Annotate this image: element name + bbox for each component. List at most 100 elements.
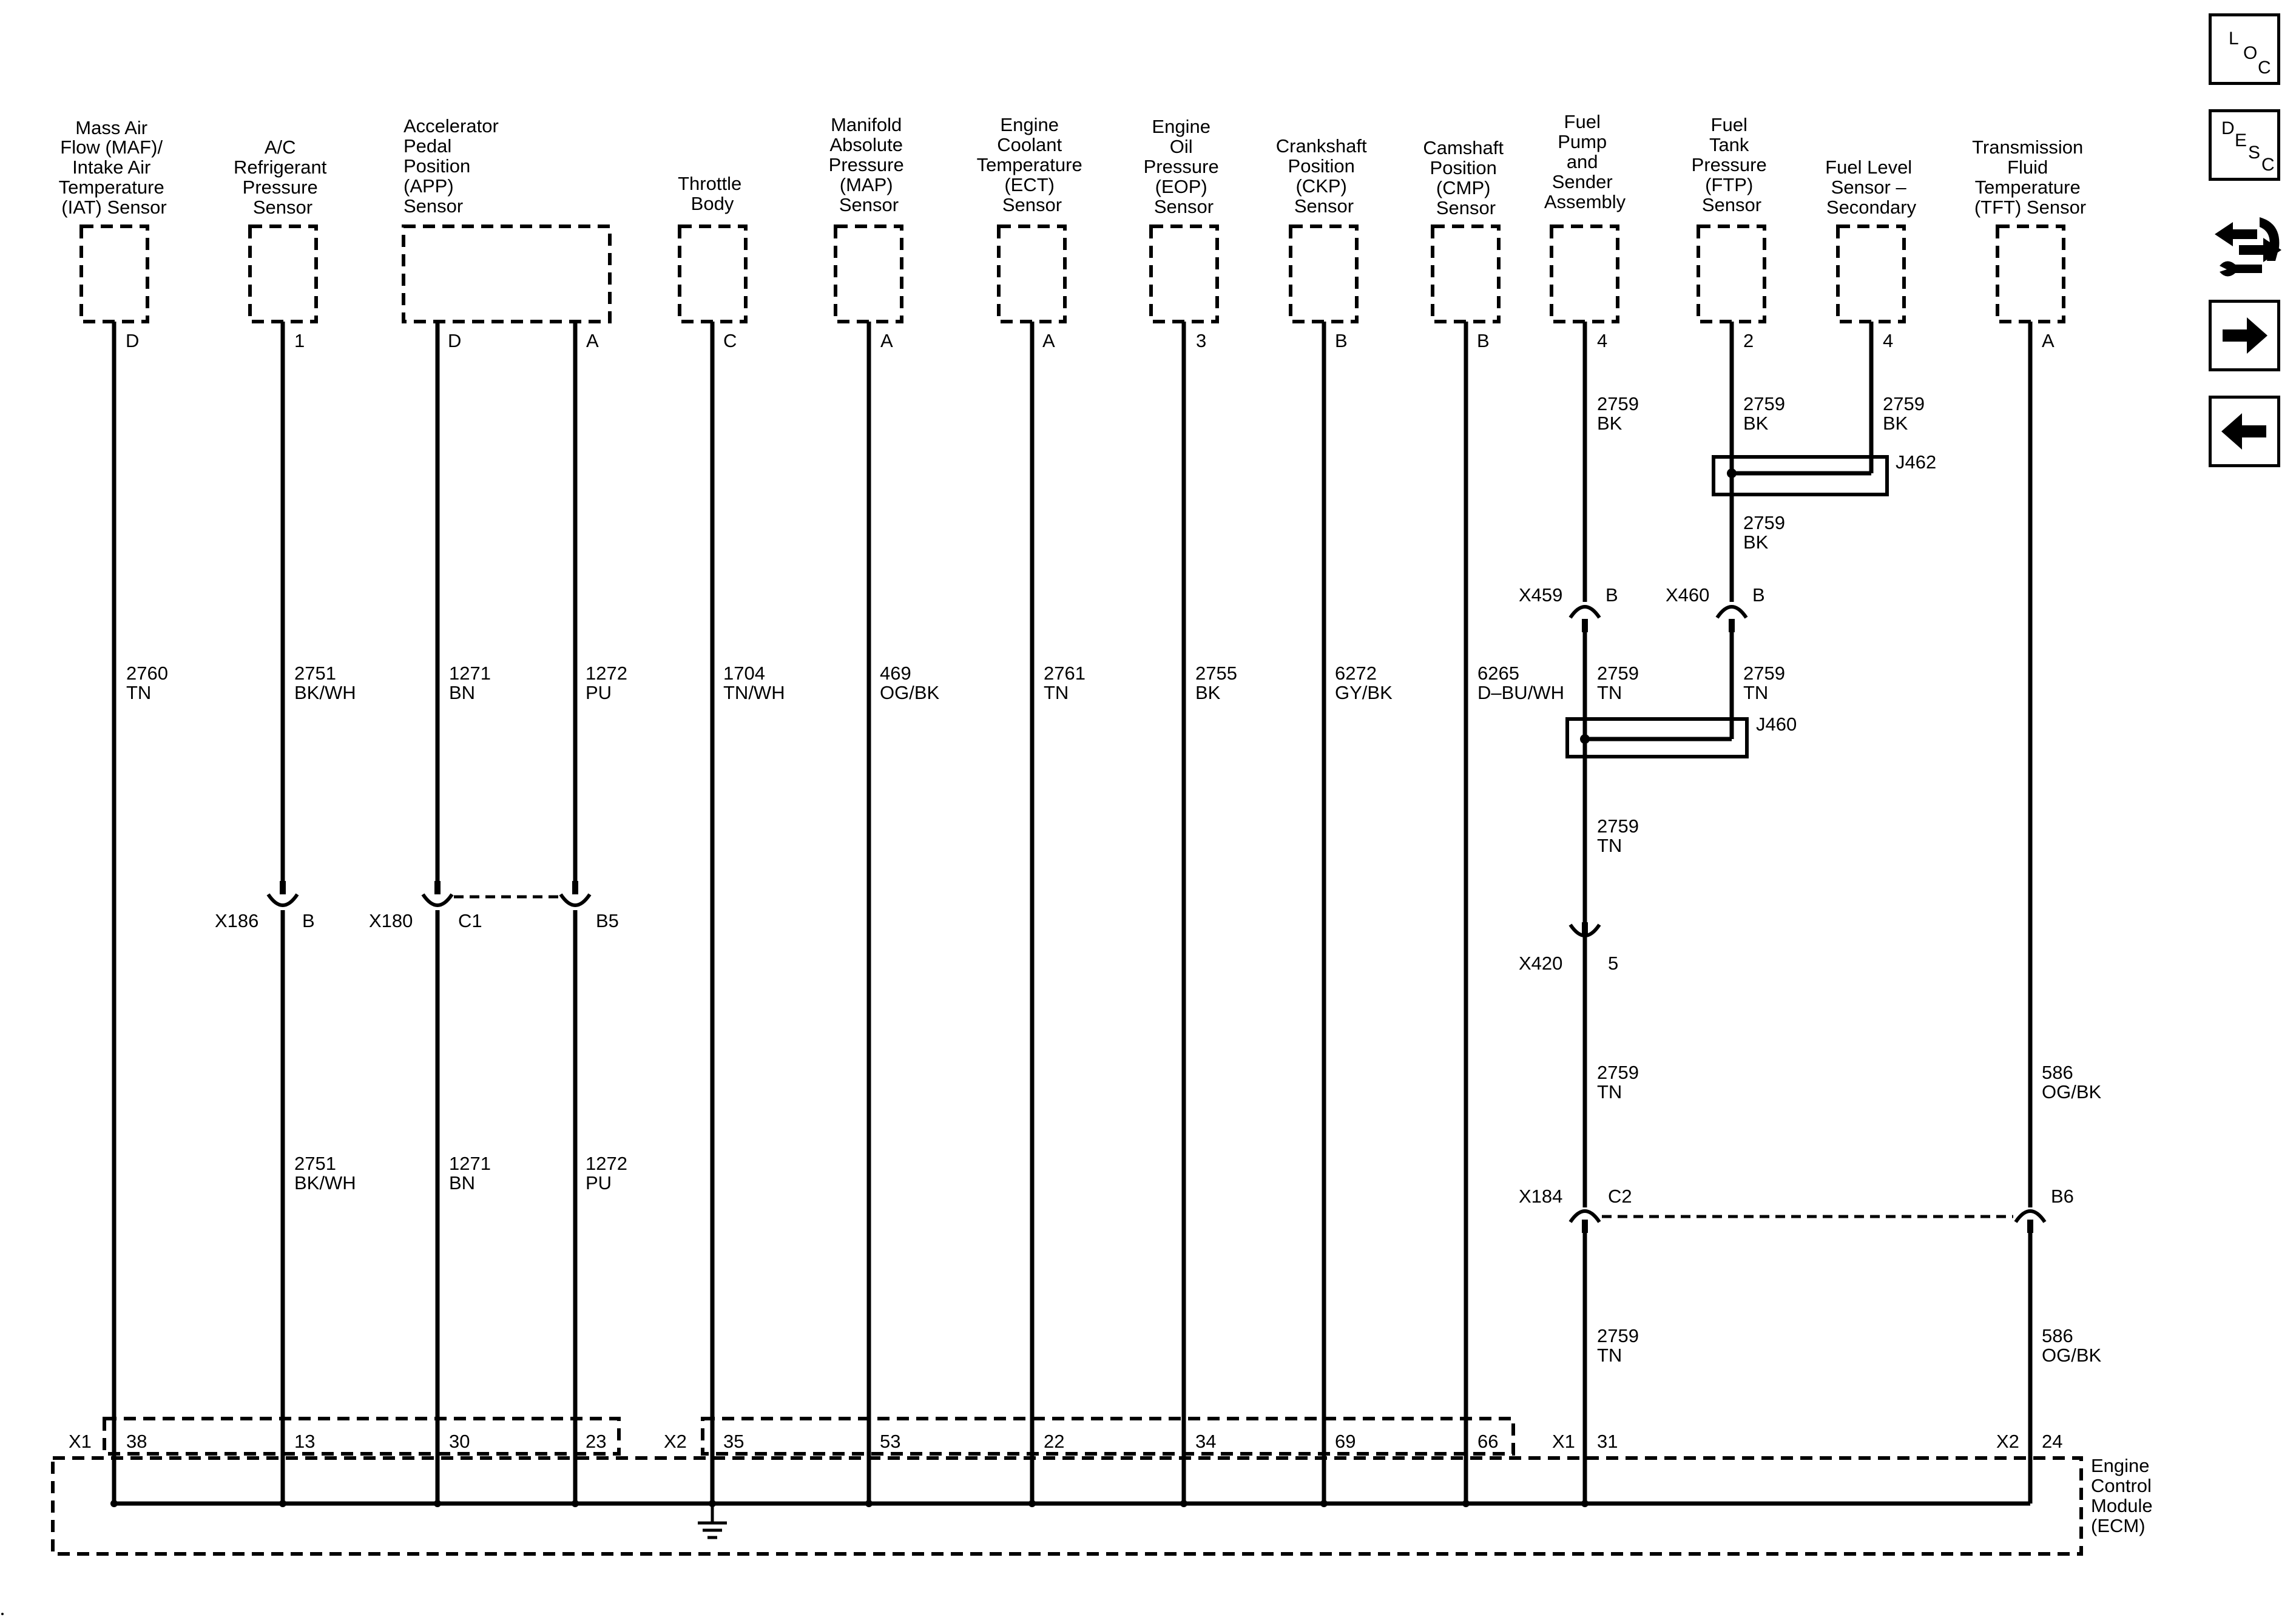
junction-dot <box>865 1500 873 1507</box>
desc-letter-e: E <box>2235 130 2247 150</box>
ecm-pin: 69 <box>1335 1431 1356 1452</box>
desc-letter-c: C <box>2261 155 2275 175</box>
ecm-pins: 38 13 30 23 35 53 22 34 69 66 31 24 <box>126 1431 2062 1452</box>
ecm-box <box>51 1456 2083 1556</box>
corner-mark <box>1 1613 4 1615</box>
ecm-pin: 35 <box>723 1431 744 1452</box>
j462-splice <box>1712 455 1889 496</box>
ect-sensor-label: Engine Coolant Temperature (ECT) Sensor <box>977 114 1088 215</box>
ecm-pin: 23 <box>586 1431 606 1452</box>
inline-connectors <box>266 605 2047 1223</box>
x459-pin: B <box>1606 584 1618 606</box>
x180-name: X180 <box>369 910 413 931</box>
x186-pin: B <box>302 910 315 931</box>
x420-pin: 5 <box>1608 953 1618 974</box>
fuel-level-sensor-label: Fuel Level Sensor – Secondary <box>1825 157 1917 218</box>
eop-sensor-label: Engine Oil Pressure (EOP) Sensor <box>1144 116 1224 217</box>
x184-b6-pin: B6 <box>2051 1186 2074 1207</box>
cmp-pin: B <box>1477 330 1490 351</box>
ftp-sensor-box <box>1697 224 1766 323</box>
ecm-x2b-label: X2 <box>1996 1431 2019 1452</box>
j460-dot <box>1580 734 1590 744</box>
ecm-x1b-label: X1 <box>1552 1431 1575 1452</box>
connector-tool-icon[interactable] <box>2209 205 2288 284</box>
ecm-connector-labels: X1 X2 X1 X2 <box>69 1431 2019 1452</box>
x459-connector-symbol <box>1568 605 1601 619</box>
bus-junctions <box>110 1500 1589 1507</box>
component-boxes <box>79 224 2065 323</box>
app-sensor-label: Accelerator Pedal Position (APP) Sensor <box>403 115 504 217</box>
loc-letter-l: L <box>2229 29 2239 49</box>
next-arrow[interactable] <box>2209 300 2280 371</box>
prev-arrow[interactable] <box>2209 396 2280 467</box>
ecm-outline <box>51 1417 2083 1556</box>
x180-c1-pin: C1 <box>458 910 482 931</box>
ecm-pin: 13 <box>294 1431 315 1452</box>
junction-dot <box>1180 1500 1187 1507</box>
x186-connector-symbol <box>266 893 299 907</box>
ground-symbol <box>698 1504 727 1539</box>
desc-button[interactable]: D E S C <box>2209 109 2280 181</box>
junction-dot <box>434 1500 441 1507</box>
ecm-pin: 38 <box>126 1431 147 1452</box>
junction-dot <box>572 1500 579 1507</box>
loc-button[interactable]: L O C <box>2209 13 2280 85</box>
ect-sensor-box <box>997 224 1067 323</box>
connector-labels: X186 B X180 C1 B5 X459 B X460 B X420 5 X… <box>215 584 2074 1207</box>
ac-sensor-label: A/C Refrigerant Pressure Sensor <box>234 137 332 218</box>
ecm-x1a-label: X1 <box>69 1431 92 1452</box>
ecm-pin: 53 <box>880 1431 900 1452</box>
component-labels: Mass Air Flow (MAF)/ Intake Air Temperat… <box>59 111 2088 218</box>
j460-label: J460 <box>1756 714 1797 735</box>
junction-dot <box>1320 1500 1328 1507</box>
eop-sensor-box <box>1149 224 1219 323</box>
j460-splice <box>1565 717 1749 758</box>
ckp-sensor-box <box>1289 224 1359 323</box>
splices <box>1565 455 1889 758</box>
ckp-sensor-label: Crankshaft Position (CKP) Sensor <box>1276 135 1373 217</box>
ect-pin: A <box>1042 330 1055 351</box>
ecm-pin: 22 <box>1044 1431 1064 1452</box>
ac-sensor-box <box>248 224 318 323</box>
j462-label: J462 <box>1896 451 1936 473</box>
ecm-x2a-label: X2 <box>664 1431 687 1452</box>
junction-dot <box>1462 1500 1470 1507</box>
component-pins: D 1 D A C A A 3 B B 4 2 4 A <box>126 330 2055 351</box>
x460-pin: B <box>1752 584 1765 606</box>
x184-name: X184 <box>1519 1186 1562 1207</box>
x459-name: X459 <box>1519 584 1562 606</box>
j462-dot <box>1727 468 1737 478</box>
map-sensor-box <box>834 224 903 323</box>
app-pin-d: D <box>448 330 461 351</box>
desc-letter-d: D <box>2221 118 2235 138</box>
ecm-label: Engine Control Module (ECM) <box>2091 1455 2158 1536</box>
x420-name: X420 <box>1519 953 1562 974</box>
ecm-pin: 34 <box>1195 1431 1216 1452</box>
ecm-pin: 31 <box>1597 1431 1618 1452</box>
ecm-pin: 66 <box>1477 1431 1498 1452</box>
x460-name: X460 <box>1666 584 1709 606</box>
map-pin: A <box>880 330 893 351</box>
x184-c2-connector-symbol <box>1568 1209 1601 1223</box>
maf-label: Mass Air Flow (MAF)/ Intake Air Temperat… <box>59 117 170 218</box>
eop-pin: 3 <box>1196 330 1206 351</box>
x180-b5-connector-symbol <box>559 893 592 907</box>
app-sensor-box <box>402 224 612 323</box>
loc-letter-c: C <box>2258 58 2271 78</box>
cmp-sensor-label: Camshaft Position (CMP) Sensor <box>1423 137 1508 218</box>
tft-sensor-label: Transmission Fluid Temperature (TFT) Sen… <box>1972 137 2088 218</box>
ftp-sensor-label: Fuel Tank Pressure (FTP) Sensor <box>1692 114 1772 215</box>
